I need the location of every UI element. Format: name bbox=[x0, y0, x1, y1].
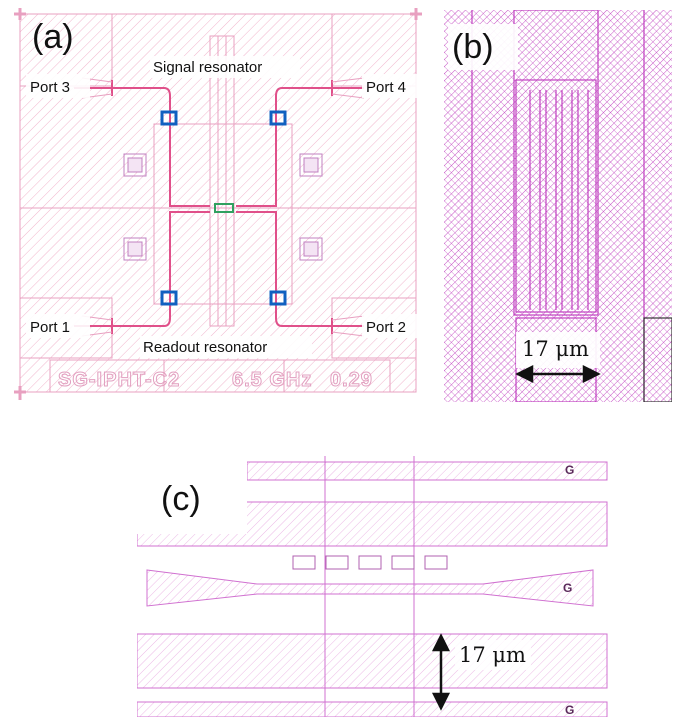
interdigital-capacitor bbox=[471, 10, 672, 402]
port-2-label: Port 2 bbox=[366, 319, 406, 336]
ground-label-top: G bbox=[565, 463, 574, 477]
panel-c-transmission-line-detail: G G G (c) 17 μm bbox=[137, 456, 608, 717]
readout-resonator-label: Readout resonator bbox=[143, 339, 267, 356]
chip-engraving-3: 0.29 bbox=[330, 369, 373, 391]
dimension-arrow-vertical bbox=[431, 633, 451, 711]
junction-coupler bbox=[214, 203, 234, 213]
panel-a-label: (a) bbox=[32, 18, 74, 56]
chip-engraving-2: 6.5 GHz bbox=[232, 369, 312, 391]
ground-label-middle: G bbox=[563, 581, 572, 595]
panel-b-label: (b) bbox=[452, 28, 494, 66]
panel-b-dimension: 17 μm bbox=[522, 337, 589, 361]
panel-c-dimension: 17 μm bbox=[459, 643, 526, 667]
port-4-label: Port 4 bbox=[366, 79, 406, 96]
chip-engraving-1: SG-IPHT-C2 bbox=[58, 369, 180, 391]
squid-couplers bbox=[160, 110, 287, 306]
dimension-arrow-horizontal bbox=[515, 364, 601, 384]
panel-a-chip-layout: (a) Port 3 Port 4 Port 1 Port 2 Signal r… bbox=[14, 8, 426, 400]
panel-c-label: (c) bbox=[161, 480, 201, 518]
port-1-label: Port 1 bbox=[30, 319, 70, 336]
alignment-squares bbox=[123, 153, 323, 261]
coupling-pads bbox=[292, 555, 448, 570]
signal-resonator-label: Signal resonator bbox=[153, 59, 262, 76]
tapered-center-conductor bbox=[146, 569, 594, 607]
port-3-label: Port 3 bbox=[30, 79, 70, 96]
resonator-traces bbox=[74, 80, 364, 334]
ground-label-bottom: G bbox=[565, 703, 574, 717]
panel-b-capacitor-detail: 17 μm (b) bbox=[444, 10, 672, 402]
